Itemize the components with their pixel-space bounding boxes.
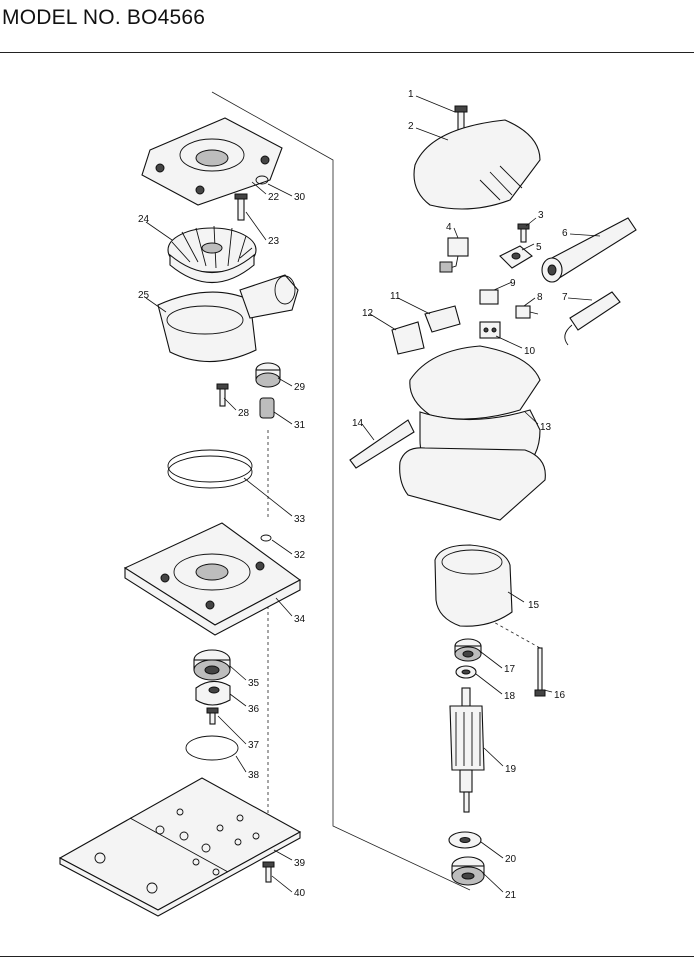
part-36-balancer	[195, 680, 231, 706]
part-label-13: 13	[540, 422, 552, 433]
part-10-terminal-block	[479, 321, 501, 339]
part-label-8: 8	[537, 292, 543, 303]
part-19-armature	[449, 687, 485, 813]
part-label-18: 18	[504, 691, 516, 702]
part-label-36: 36	[248, 704, 260, 715]
part-38-o-ring	[185, 735, 239, 761]
part-label-24: 24	[138, 214, 150, 225]
part-4-carbon-brush	[439, 237, 469, 273]
part-30-o-ring	[255, 175, 269, 185]
part-18-insulation-washer	[455, 665, 477, 679]
part-label-19: 19	[505, 764, 517, 775]
part-label-23: 23	[268, 236, 280, 247]
part-label-7: 7	[562, 292, 568, 303]
part-label-33: 33	[294, 514, 306, 525]
part-39-pad	[58, 777, 302, 917]
part-label-28: 28	[238, 408, 250, 419]
part-labels: 1 2 3 4 5 6 7 8 9 10 11 12 13 14 15 16 1…	[138, 89, 568, 901]
part-11-switch	[424, 305, 461, 333]
part-9-switch-lever	[479, 289, 499, 305]
part-29-bushing	[255, 362, 281, 388]
diagram-frame	[0, 52, 694, 957]
part-label-40: 40	[294, 888, 306, 899]
part-label-39: 39	[294, 858, 306, 869]
part-21-ball-bearing	[451, 856, 485, 886]
part-16-screw	[534, 647, 546, 697]
part-label-4: 4	[446, 222, 452, 233]
part-label-32: 32	[294, 550, 306, 561]
part-40-screw	[262, 861, 275, 883]
part-13-housing	[399, 345, 546, 521]
part-33-skirt	[167, 449, 253, 489]
part-label-3: 3	[538, 210, 544, 221]
part-label-20: 20	[505, 854, 517, 865]
part-25-fan-housing	[157, 274, 299, 363]
part-label-9: 9	[510, 278, 516, 289]
part-label-35: 35	[248, 678, 260, 689]
part-7-cord	[564, 291, 621, 346]
part-31-rubber-pin	[259, 397, 275, 419]
part-label-34: 34	[294, 614, 306, 625]
part-15-field	[434, 544, 513, 627]
part-6-strain-relief	[541, 217, 637, 283]
part-24-fan	[167, 225, 257, 283]
part-20-washer	[448, 831, 482, 849]
part-label-22: 22	[268, 192, 280, 203]
part-label-11: 11	[390, 291, 401, 302]
leader-lines	[145, 95, 601, 893]
part-22-bearing-retainer	[141, 117, 283, 206]
part-2-top-cover	[413, 119, 541, 210]
page-title: MODEL NO. BO4566	[2, 6, 206, 29]
part-label-21: 21	[505, 890, 517, 901]
part-label-38: 38	[248, 770, 260, 781]
part-label-15: 15	[528, 600, 540, 611]
part-label-30: 30	[294, 192, 306, 203]
part-14-inner-flap	[349, 419, 415, 469]
part-label-6: 6	[562, 228, 568, 239]
part-label-29: 29	[294, 382, 306, 393]
part-37-screw	[206, 707, 219, 725]
part-17-ball-bearing	[454, 638, 482, 662]
part-label-5: 5	[536, 242, 542, 253]
part-label-2: 2	[408, 121, 414, 132]
part-12-switch-button	[391, 321, 425, 355]
part-3-screw	[517, 223, 530, 243]
part-label-10: 10	[524, 346, 536, 357]
part-label-1: 1	[408, 89, 414, 100]
part-label-12: 12	[362, 308, 374, 319]
part-label-17: 17	[504, 664, 516, 675]
part-label-31: 31	[294, 420, 306, 431]
part-label-37: 37	[248, 740, 260, 751]
part-label-16: 16	[554, 690, 566, 701]
part-34-base	[123, 522, 302, 636]
part-32-o-ring	[260, 534, 272, 542]
part-28-screw	[216, 383, 229, 407]
part-label-14: 14	[352, 418, 364, 429]
part-8-connector	[515, 305, 539, 319]
part-label-25: 25	[138, 290, 150, 301]
part-35-ball-bearing	[193, 649, 231, 681]
part-5-brush-holder-clip	[499, 245, 533, 269]
part-23-screw	[234, 193, 248, 221]
